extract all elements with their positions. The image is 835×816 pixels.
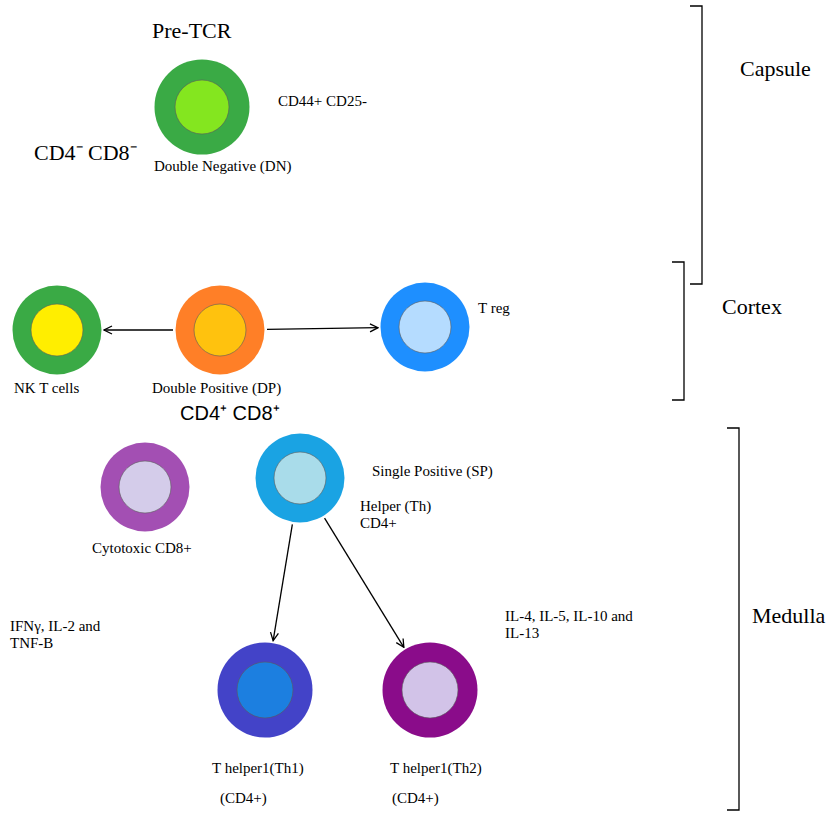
cell-circle	[175, 285, 265, 375]
double-negative-cell: Pre-TCRCD4⁻ CD8⁻CD44+ CD25-Double Negati…	[154, 59, 250, 155]
single-positive-cell: Single Positive (SP)Helper (Th) CD4+	[255, 433, 345, 523]
treg-cell: T reg	[380, 282, 470, 372]
cell-label: Double Negative (DN)	[154, 158, 291, 175]
region-label: Medulla	[752, 603, 825, 629]
nk-t-cell: NK T cells	[12, 285, 102, 375]
cell-label: Double Positive (DP)	[152, 380, 281, 397]
cell-label: IL-4, IL-5, IL-10 and IL-13	[505, 608, 655, 643]
region-label: Capsule	[740, 56, 811, 82]
cell-label: T helper1(Th2)	[390, 760, 482, 777]
cell-label: Helper (Th) CD4+	[360, 498, 455, 533]
cell-label: CD44+ CD25-	[278, 93, 367, 110]
arrow-connector	[325, 518, 404, 647]
cell-label: Single Positive (SP)	[372, 463, 493, 480]
cell-label: Cytotoxic CD8+	[92, 540, 192, 557]
cell-circle	[255, 433, 345, 523]
cell-label: (CD4+)	[220, 790, 267, 807]
cell-label: Pre-TCR	[152, 18, 231, 43]
cell-label: T reg	[478, 300, 510, 317]
cytotoxic-cell: Cytotoxic CD8+	[100, 442, 190, 532]
cell-circle	[217, 642, 313, 738]
cell-label: IFNγ, IL-2 and TNF-B	[10, 618, 130, 653]
double-positive-cell: Double Positive (DP)CD4⁺ CD8⁺	[175, 285, 265, 375]
capsule-bracket	[690, 6, 702, 284]
cortex-bracket	[672, 262, 684, 400]
region-label: Cortex	[722, 294, 782, 320]
cell-circle	[100, 442, 190, 532]
medulla-bracket	[727, 428, 739, 810]
cell-label: NK T cells	[14, 380, 79, 397]
th1-cell: IFNγ, IL-2 and TNF-BT helper1(Th1)(CD4+)	[217, 642, 313, 738]
th2-cell: IL-4, IL-5, IL-10 and IL-13T helper1(Th2…	[382, 642, 478, 738]
arrow-connector	[267, 328, 378, 330]
cell-circle	[380, 282, 470, 372]
cell-label: CD4⁺ CD8⁺	[180, 402, 280, 425]
cell-label: T helper1(Th1)	[212, 760, 304, 777]
arrow-connector	[104, 329, 173, 330]
cell-circle	[154, 59, 250, 155]
arrow-connector	[273, 524, 292, 640]
cell-circle	[12, 285, 102, 375]
cell-circle	[382, 642, 478, 738]
cell-label: (CD4+)	[392, 790, 439, 807]
cell-label: CD4⁻ CD8⁻	[34, 140, 137, 165]
